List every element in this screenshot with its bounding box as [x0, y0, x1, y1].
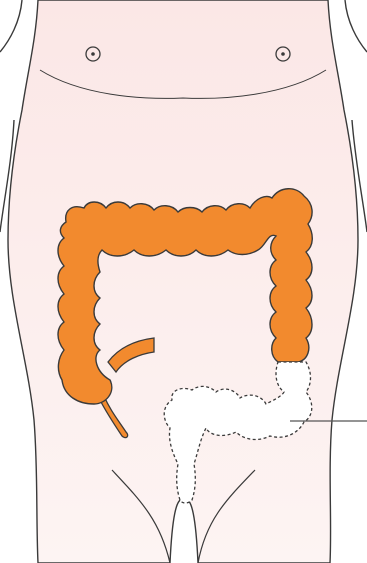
right-shoulder-line	[345, 0, 367, 52]
left-shoulder-line	[0, 0, 22, 52]
